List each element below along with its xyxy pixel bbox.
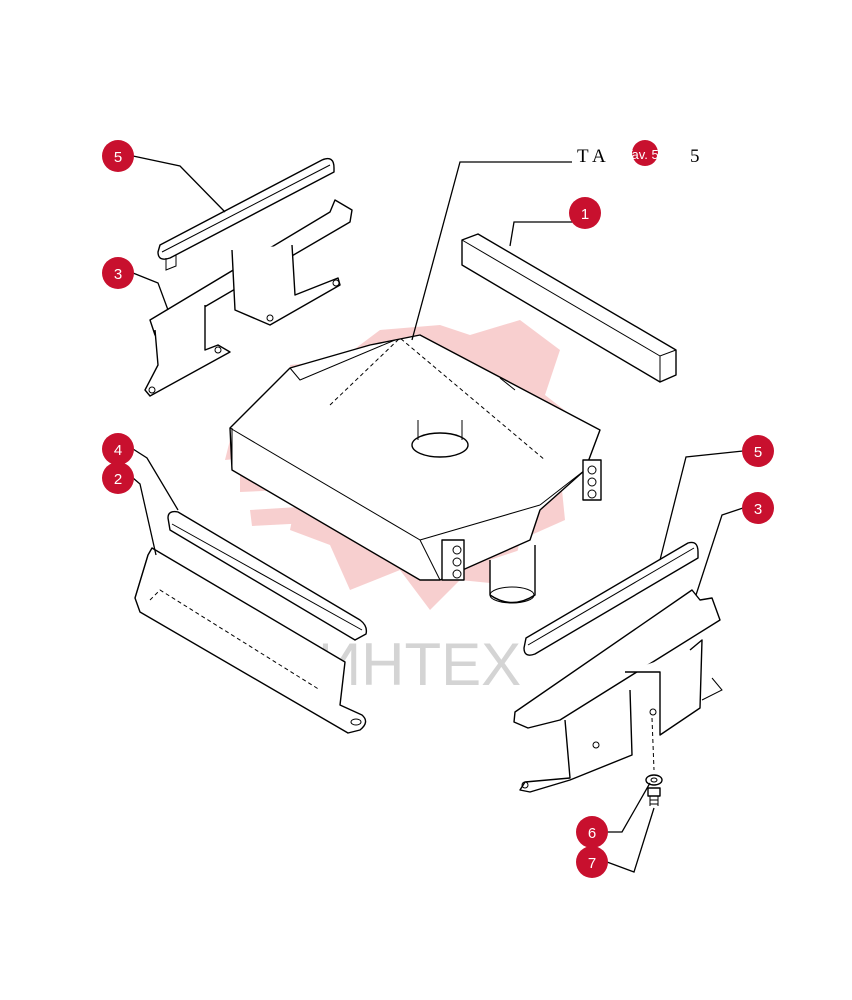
callout-4[interactable]: 4 xyxy=(102,433,134,465)
callout-3-right-label: 3 xyxy=(754,501,762,518)
callout-5-right[interactable]: 5 xyxy=(742,435,774,467)
callout-7-label: 7 xyxy=(588,855,596,872)
callout-3-left[interactable]: 3 xyxy=(102,257,134,289)
callout-3-right[interactable]: 3 xyxy=(742,492,774,524)
watermark-text: ИНТЕХ xyxy=(318,631,521,698)
callout-5-right-label: 5 xyxy=(754,444,762,461)
reference-marker-text: Tav. 5 xyxy=(625,147,659,162)
callout-2-label: 2 xyxy=(114,471,122,488)
callout-5-left-label: 5 xyxy=(114,149,122,166)
callout-1[interactable]: 1 xyxy=(569,197,601,229)
reference-label-text: T A xyxy=(577,146,606,167)
callout-4-label: 4 xyxy=(114,442,122,459)
bracket-3-left xyxy=(144,199,353,397)
callout-3-left-label: 3 xyxy=(114,266,122,283)
reference-label: T A Tav. 5 5 xyxy=(577,140,700,167)
rubber-strip-5-right xyxy=(523,541,699,656)
washer-6 xyxy=(645,774,663,786)
callout-1-label: 1 xyxy=(581,206,589,223)
callout-6[interactable]: 6 xyxy=(576,816,608,848)
reference-marker-badge[interactable] xyxy=(632,140,658,166)
leader-lines xyxy=(132,155,744,873)
rubber-strip-4 xyxy=(167,510,368,641)
callout-7[interactable]: 7 xyxy=(576,846,608,878)
rubber-strip-5-left xyxy=(157,157,335,271)
callout-2[interactable]: 2 xyxy=(102,462,134,494)
bracket-3-right xyxy=(513,589,723,793)
callout-6-label: 6 xyxy=(588,825,596,842)
reference-suffix-text: 5 xyxy=(690,146,700,167)
bar-1 xyxy=(461,233,677,383)
central-frame xyxy=(229,334,602,604)
bolt-7 xyxy=(647,787,661,806)
side-cover-2 xyxy=(134,547,367,734)
callout-5-left[interactable]: 5 xyxy=(102,140,134,172)
